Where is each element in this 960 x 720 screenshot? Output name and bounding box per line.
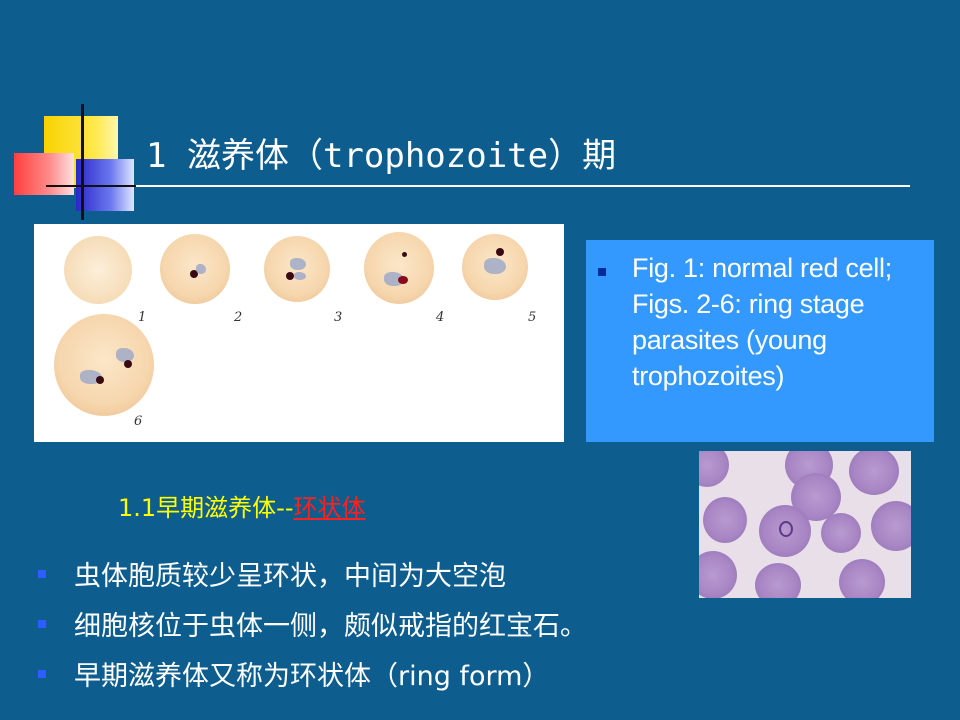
parasite-nucleus: [190, 270, 198, 278]
micro-red-cell: [699, 551, 737, 598]
micro-red-cell: [755, 563, 801, 598]
parasite-cytoplasm: [484, 258, 506, 274]
parasite-cytoplasm: [290, 258, 306, 270]
red-cell-3: [264, 236, 330, 302]
caption-text: Fig. 1: normal red cell; Figs. 2-6: ring…: [632, 253, 892, 391]
parasite-nucleus: [398, 276, 408, 284]
figure-label-1: 1: [138, 310, 147, 325]
figure-label-4: 4: [436, 310, 445, 325]
parasite-cytoplasm: [196, 264, 206, 274]
micro-red-cell: [703, 497, 747, 543]
logo-red-square: [14, 153, 74, 195]
red-cell-2: [160, 234, 230, 304]
title-underline: [46, 185, 910, 187]
micro-red-cell: [821, 513, 861, 553]
bullet-text: 细胞核位于虫体一侧，颇似戒指的红宝石。: [74, 611, 587, 642]
parasite-nucleus: [96, 376, 104, 384]
logo-vertical-line: [81, 104, 84, 220]
subheading: 1.1早期滋养体--环状体: [118, 488, 366, 523]
micro-red-cell: [699, 451, 729, 487]
bullet-marker: [38, 570, 46, 578]
bullet-marker: [38, 620, 46, 628]
caption-box: Fig. 1: normal red cell; Figs. 2-6: ring…: [586, 240, 934, 442]
slide-title: 1 滋养体（trophozoite）期: [146, 136, 617, 176]
micro-red-cell: [839, 559, 885, 598]
parasite-nucleus: [124, 360, 132, 368]
parasite-nucleus: [402, 252, 407, 257]
parasite-nucleus: [286, 272, 294, 280]
bullet-marker: [38, 670, 46, 678]
bullet-text: 虫体胞质较少呈环状，中间为大空泡: [74, 561, 506, 592]
figure-panel: 1 2 3 4 5 6: [34, 224, 564, 442]
figure-label-2: 2: [234, 310, 243, 325]
subheading-prefix: 1.1早期滋养体--: [118, 494, 294, 522]
red-cell-5: [462, 234, 528, 300]
micro-red-cell: [849, 451, 899, 495]
ring-form-parasite: [779, 521, 793, 537]
figure-label-3: 3: [334, 310, 343, 325]
logo-horizontal-line: [46, 185, 136, 187]
micro-red-cell-infected: [759, 505, 811, 557]
red-cell-1: [64, 236, 132, 304]
bullet-text: 早期滋养体又称为环状体（ring form）: [74, 661, 550, 692]
micro-red-cell: [871, 501, 911, 551]
subheading-highlight: 环状体: [293, 494, 366, 522]
blood-smear-micrograph: [699, 451, 911, 598]
figure-label-5: 5: [528, 310, 537, 325]
parasite-nucleus: [496, 248, 504, 256]
red-cell-6: [54, 314, 154, 416]
parasite-cytoplasm: [294, 272, 306, 280]
caption-bullet: [598, 268, 606, 276]
red-cell-4: [364, 232, 434, 304]
figure-label-6: 6: [134, 414, 143, 429]
parasite-cytoplasm: [116, 348, 134, 362]
